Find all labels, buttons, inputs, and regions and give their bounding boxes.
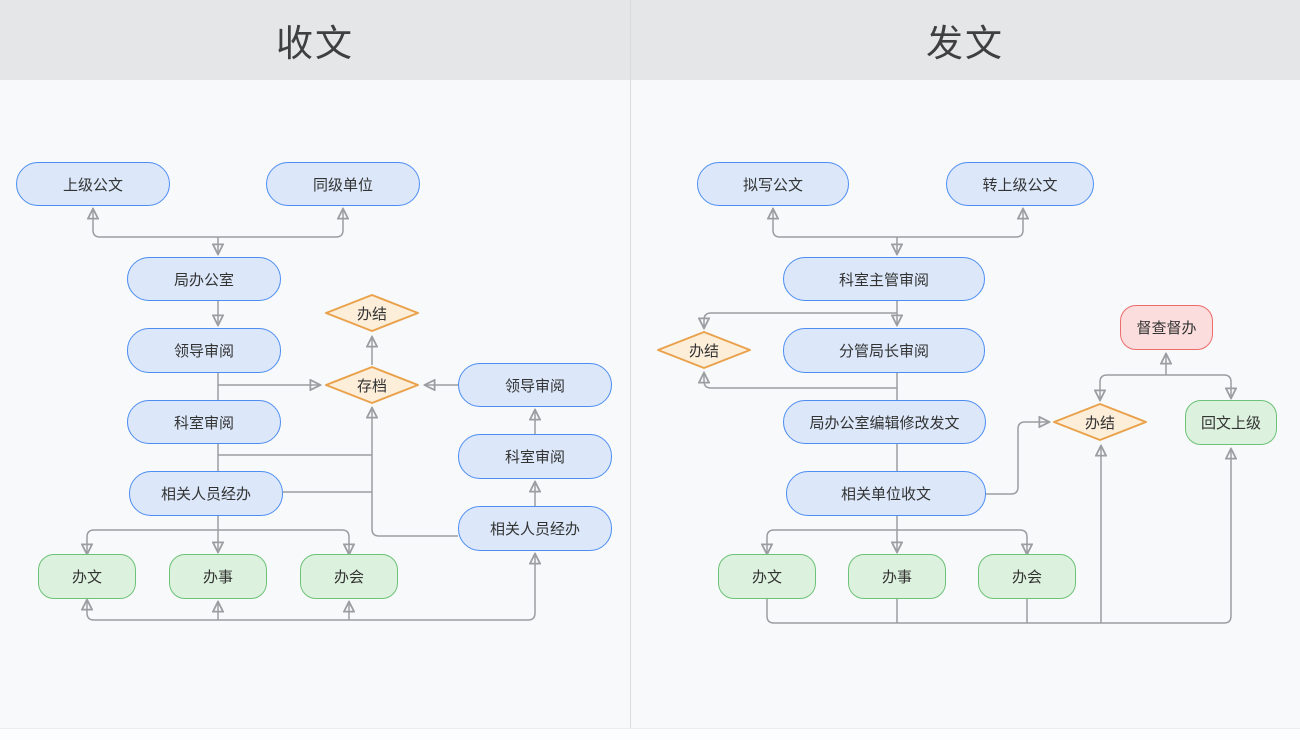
node-handle-task-2[interactable]: 办事 [848,554,946,599]
node-office-edit-send-label: 局办公室编辑修改发文 [809,414,960,432]
node-draft-doc[interactable]: 拟写公文 [697,162,849,206]
edge-sources-merge-left [93,210,343,238]
node-reply-superior[interactable]: 回文上级 [1185,400,1277,445]
node-units-receive[interactable]: 相关单位收文 [786,471,986,516]
node-done-2[interactable]: 办结 [1052,402,1148,442]
node-leader-review-2[interactable]: 领导审阅 [458,363,612,407]
node-office-edit-send[interactable]: 局办公室编辑修改发文 [783,400,986,444]
title-incoming: 收文 [276,23,354,64]
node-handle-doc-2[interactable]: 办文 [718,554,816,599]
node-done-left[interactable]: 办结 [324,293,420,333]
node-handle-task-2-label: 办事 [881,569,912,586]
node-dept-review-label: 科室审阅 [173,414,234,432]
edge-done2-reply-junction [1100,374,1231,399]
node-superior-doc-label: 上级公文 [62,176,123,194]
node-handle-doc-2-label: 办文 [751,569,782,586]
node-director-review[interactable]: 分管局长审阅 [783,328,985,373]
node-archive-label: 存档 [356,377,387,395]
node-reply-superior-label: 回文上级 [1200,415,1261,432]
node-bureau-office-label: 局办公室 [173,271,234,289]
edge-staff2-to-archive [372,409,458,537]
header-bar: 收文 发文 [0,0,1300,80]
node-forward-superior-label: 转上级公文 [982,176,1058,194]
node-handle-meeting-label: 办会 [333,569,364,586]
panel-divider [630,0,631,728]
node-director-review-label: 分管局长审阅 [838,343,929,360]
node-leader-review-2-label: 领导审阅 [504,377,565,395]
node-handle-task-label: 办事 [202,569,233,586]
node-done-1-label: 办结 [688,342,719,360]
footer-strip [0,728,1300,740]
node-superior-doc[interactable]: 上级公文 [16,162,170,206]
edge-director-to-done1 [704,374,897,389]
node-staff-handle-2-label: 相关人员经办 [489,521,580,538]
node-dept-review[interactable]: 科室审阅 [127,400,281,444]
node-handle-doc[interactable]: 办文 [38,554,136,599]
node-leader-review[interactable]: 领导审阅 [127,328,281,373]
node-handle-meeting[interactable]: 办会 [300,554,398,599]
node-handle-meeting-2-label: 办会 [1011,569,1042,586]
edge-sources-merge-right [773,210,1023,238]
edge-staff-split-to-doc-meeting [87,529,349,553]
edge-unitsreceive-split [767,529,1027,553]
node-peer-unit-label: 同级单位 [312,176,373,194]
node-chief-review-label: 科室主管审阅 [838,271,929,289]
title-outgoing: 发文 [926,23,1004,64]
node-done-1[interactable]: 办结 [656,330,752,370]
node-handle-doc-label: 办文 [71,569,102,586]
edge-unitsreceive-to-done2 [986,422,1048,495]
node-supervise[interactable]: 督查督办 [1120,305,1213,350]
node-peer-unit[interactable]: 同级单位 [266,162,420,206]
node-dept-review-2-label: 科室审阅 [504,449,565,466]
node-units-receive-label: 相关单位收文 [840,486,931,503]
node-dept-review-2[interactable]: 科室审阅 [458,434,612,479]
node-leader-review-label: 领导审阅 [173,343,234,360]
node-done-2-label: 办结 [1084,414,1115,432]
node-done-left-label: 办结 [356,305,387,323]
node-forward-superior[interactable]: 转上级公文 [946,162,1094,206]
node-archive[interactable]: 存档 [324,365,420,405]
node-staff-handle[interactable]: 相关人员经办 [129,471,283,516]
node-bureau-office[interactable]: 局办公室 [127,257,281,301]
left-panel-title: 收文 [0,0,630,80]
node-staff-handle-2[interactable]: 相关人员经办 [458,506,612,551]
node-chief-review[interactable]: 科室主管审阅 [783,257,985,301]
node-handle-meeting-2[interactable]: 办会 [978,554,1076,599]
edge-chief-to-done1 [704,312,897,327]
node-handle-task[interactable]: 办事 [169,554,267,599]
node-staff-handle-label: 相关人员经办 [160,486,251,503]
node-draft-doc-label: 拟写公文 [742,176,803,194]
right-panel-title: 发文 [630,0,1300,80]
node-supervise-label: 督查督办 [1136,320,1197,337]
